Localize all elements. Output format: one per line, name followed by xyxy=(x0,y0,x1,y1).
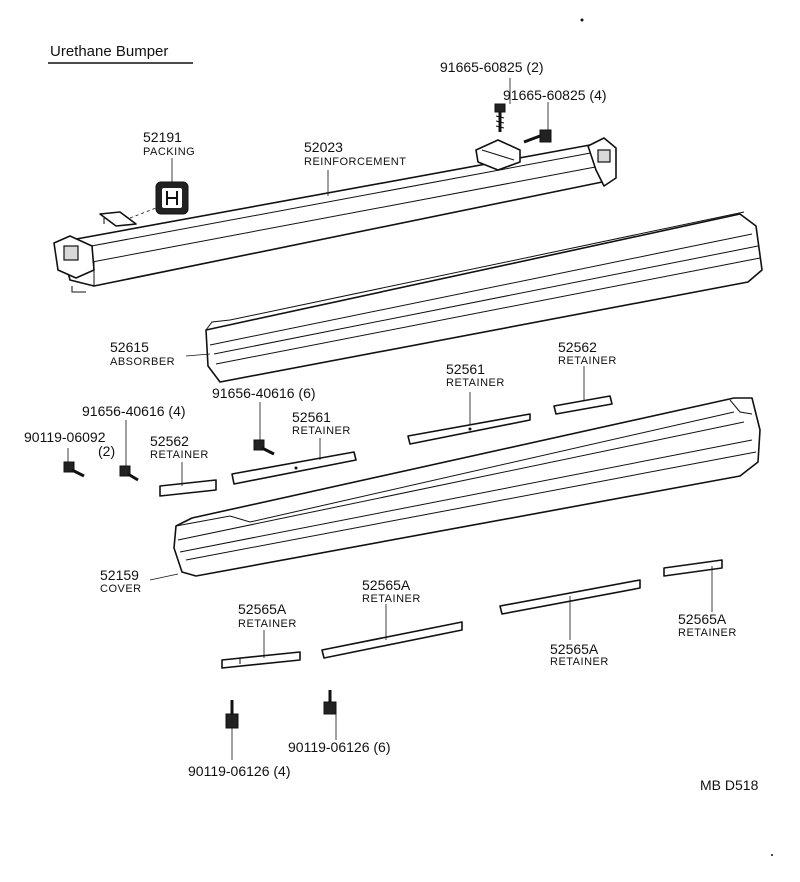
bolt-91665-b xyxy=(523,129,552,144)
part-number-52023: 52023 xyxy=(304,139,343,155)
part-name-retainer: RETAINER xyxy=(238,618,297,630)
part-number-52159: 52159 xyxy=(100,567,139,583)
part-number-52565a-3: 52565A xyxy=(550,641,599,657)
leader-line xyxy=(185,353,211,357)
part-number-52562-upper: 52562 xyxy=(558,339,597,355)
part-name-retainer: RETAINER xyxy=(678,627,737,639)
part-name-retainer: RETAINER xyxy=(292,425,351,437)
leader-line xyxy=(149,573,179,581)
bolt-91656-b xyxy=(119,465,139,482)
bolt-91665-a xyxy=(494,103,506,132)
retainer-52561-upper xyxy=(407,413,531,445)
part-name-retainer: RETAINER xyxy=(150,449,209,461)
part-name-reinforcement: REINFORCEMENT xyxy=(304,156,406,168)
retainer-52565a-4 xyxy=(663,559,723,577)
retainer-52561-lower xyxy=(231,451,357,485)
part-number-90119-06092: 90119-06092 xyxy=(24,429,106,445)
part-name-cover: COVER xyxy=(100,583,142,595)
retainer-52565a-1 xyxy=(221,651,301,669)
part-name-packing: PACKING xyxy=(143,146,195,158)
part-number-91656-40616-6: 91656-40616 (6) xyxy=(212,385,316,401)
absorber-part xyxy=(205,211,763,383)
part-number-91665-60825-2: 91665-60825 (2) xyxy=(440,59,544,75)
part-number-52561-upper: 52561 xyxy=(446,361,485,377)
packing-part xyxy=(129,181,189,219)
part-name-absorber: ABSORBER xyxy=(110,356,175,368)
part-number-90119-06126-4: 90119-06126 (4) xyxy=(188,763,290,779)
part-name-retainer: RETAINER xyxy=(446,377,505,389)
bolt-90119-a xyxy=(63,461,85,478)
part-name-retainer: RETAINER xyxy=(558,355,617,367)
cover-part xyxy=(173,397,761,577)
retainer-52562-lower xyxy=(159,479,217,497)
part-number-91665-60825-4: 91665-60825 (4) xyxy=(503,87,607,103)
part-name-retainer: RETAINER xyxy=(362,593,421,605)
part-qty-90119-06092: (2) xyxy=(98,443,115,459)
part-number-52565a-1: 52565A xyxy=(238,601,287,617)
speck xyxy=(580,18,584,22)
retainer-52562-upper xyxy=(553,395,613,415)
part-number-52191: 52191 xyxy=(143,129,182,145)
part-number-52615: 52615 xyxy=(110,339,149,355)
part-number-52562-lower: 52562 xyxy=(150,433,189,449)
part-number-52565a-2: 52565A xyxy=(362,577,411,593)
retainer-52565a-2 xyxy=(321,621,463,659)
speck xyxy=(771,854,773,856)
part-number-52565a-4: 52565A xyxy=(678,611,727,627)
part-name-retainer: RETAINER xyxy=(550,656,609,668)
diagram-code: MB D518 xyxy=(700,777,759,793)
part-number-91656-40616-4: 91656-40616 (4) xyxy=(82,403,186,419)
reinforcement-part xyxy=(53,137,617,293)
diagram-title: Urethane Bumper xyxy=(50,43,168,60)
bolt-90119-c xyxy=(225,700,239,729)
bolt-91656-a xyxy=(253,439,275,456)
part-number-52561-lower: 52561 xyxy=(292,409,331,425)
bolt-90119-b xyxy=(323,690,337,715)
part-number-90119-06126-6: 90119-06126 (6) xyxy=(288,739,390,755)
